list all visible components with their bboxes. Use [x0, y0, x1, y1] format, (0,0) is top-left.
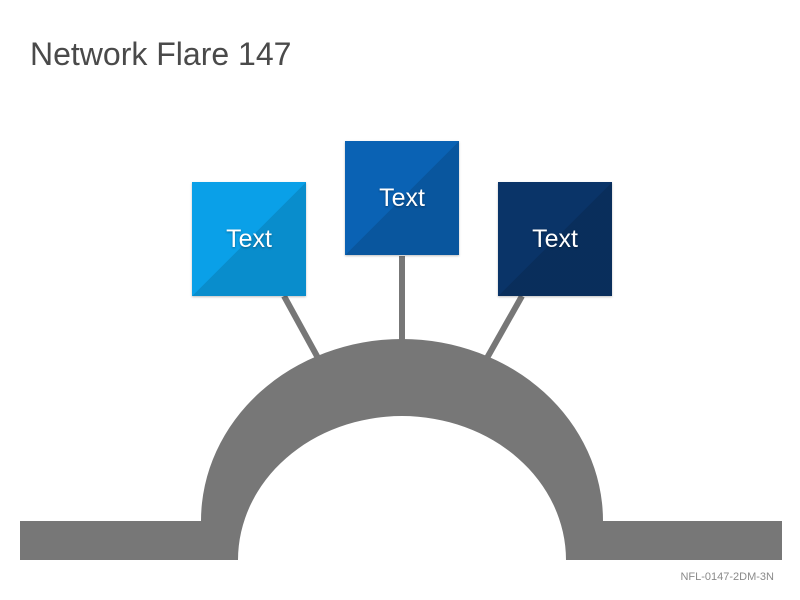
text-node-left[interactable]: Text [192, 182, 306, 296]
base-arch [20, 339, 782, 560]
text-node-center[interactable]: Text [345, 141, 459, 255]
connector-line-left [281, 294, 321, 360]
node-label: Text [226, 224, 272, 253]
connector-line-right [484, 294, 525, 360]
node-label: Text [379, 183, 425, 212]
slide-code: NFL-0147-2DM-3N [680, 571, 774, 583]
node-label: Text [532, 224, 578, 253]
text-node-right[interactable]: Text [498, 182, 612, 296]
page-title: Network Flare 147 [30, 36, 292, 72]
